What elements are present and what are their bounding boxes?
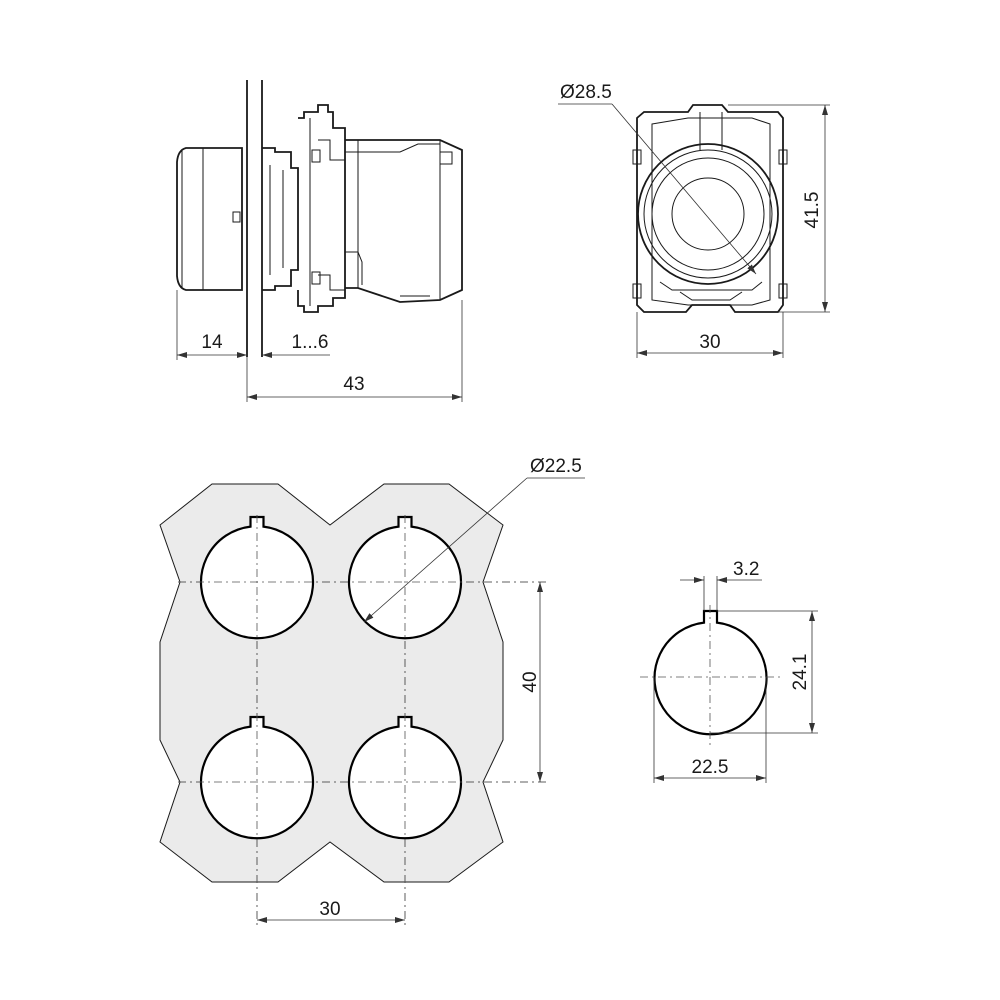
hole-detail: 3.2 24.1 22.5 [640, 559, 818, 783]
cutout-hole-bottom-left [199, 715, 315, 840]
panel-plate [159, 483, 504, 883]
dim-horizontal-spacing-label: 30 [319, 899, 340, 920]
dim-front-width-label: 30 [699, 332, 720, 353]
dim-vertical-spacing-label: 40 [520, 671, 541, 692]
dim-key-width-label: 3.2 [733, 559, 759, 580]
side-view: 14 1...6 43 [176, 80, 463, 402]
bezel-circle [637, 143, 779, 285]
cutout-hole-bottom-right [347, 715, 463, 840]
dim-front-height-label: 41.5 [802, 192, 823, 229]
front-view: Ø28.5 41.5 30 [558, 82, 830, 358]
dim-total-depth-label: 43 [343, 374, 364, 395]
cutout-hole-top-left [199, 515, 315, 640]
dim-bezel-diameter-label: Ø28.5 [560, 82, 612, 103]
dim-front-length-label: 14 [201, 332, 223, 353]
front-bracket [636, 104, 784, 313]
detail-hole [653, 609, 768, 736]
dim-hole-diameter-label: 22.5 [692, 757, 729, 778]
button-head [176, 147, 243, 291]
mounting-adapter [297, 104, 346, 313]
contact-block [345, 139, 463, 303]
cutout-pattern: Ø22.5 40 30 [159, 456, 585, 925]
cutout-hole-top-right [347, 515, 463, 640]
dim-hole-height-label: 24.1 [790, 654, 811, 691]
dim-cutout-diameter-label: Ø22.5 [530, 456, 582, 477]
dim-panel-thickness-label: 1...6 [292, 332, 329, 353]
